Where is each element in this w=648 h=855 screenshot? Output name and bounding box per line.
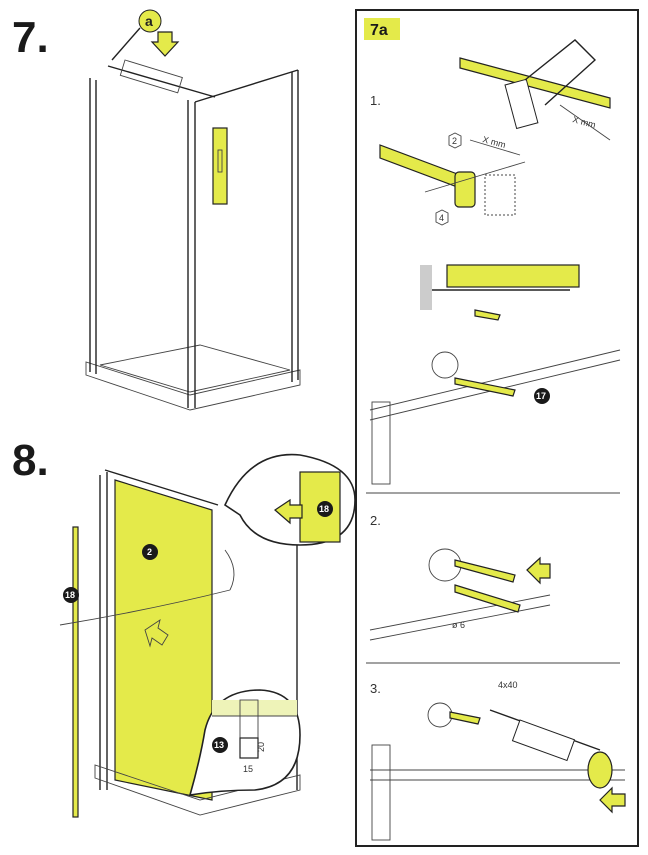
connector-drawing: 2 4 X mm [379, 132, 526, 226]
rotate-arrow-icon [599, 786, 626, 814]
x-mm-label-saw: X mm [571, 114, 596, 130]
detail-bubble-seal: 13 20 15 [188, 689, 301, 796]
panel-7a [355, 9, 639, 847]
step-8-number: 8. [12, 436, 49, 485]
step-7-enclosure-drawing [85, 59, 301, 411]
part-17-badge: 17 [536, 391, 546, 401]
substep-3-number: 3. [370, 681, 381, 696]
substep-2-number: 2. [370, 513, 381, 528]
push-arrow-icon [144, 618, 169, 648]
drill-size-label: ø 6 [452, 620, 465, 630]
detail-bubble-profile: 18 [223, 453, 356, 546]
panel-title: 7a [370, 22, 388, 39]
substep-1-number: 1. [370, 93, 381, 108]
dimension-height: 20 [256, 742, 266, 752]
saw-drawing: X mm [459, 39, 611, 141]
marking-drawing: 17 [369, 349, 621, 485]
profile-part-badge: 18 [65, 590, 75, 600]
screwing-drawing: 4x40 [370, 680, 626, 841]
push-arrow-icon-2 [526, 556, 551, 585]
dimension-width: 15 [243, 764, 253, 774]
callout-a-label: a [145, 13, 153, 29]
callout-a: a [111, 9, 180, 61]
panel-title-badge [364, 18, 400, 40]
profile-detail-badge: 18 [319, 504, 329, 514]
step-8-door-drawing: 18 2 [59, 469, 301, 818]
arrow-down-icon [150, 31, 180, 57]
level-drawing [420, 264, 580, 321]
door-part-badge: 2 [147, 547, 152, 557]
step-7-number: 7. [12, 13, 49, 62]
part-2-label: 2 [452, 136, 457, 146]
screw-size-label: 4x40 [498, 680, 518, 690]
anchor-drawing: ø 6 [369, 548, 551, 641]
seal-part-badge: 13 [214, 740, 224, 750]
part-4-label: 4 [439, 213, 444, 223]
